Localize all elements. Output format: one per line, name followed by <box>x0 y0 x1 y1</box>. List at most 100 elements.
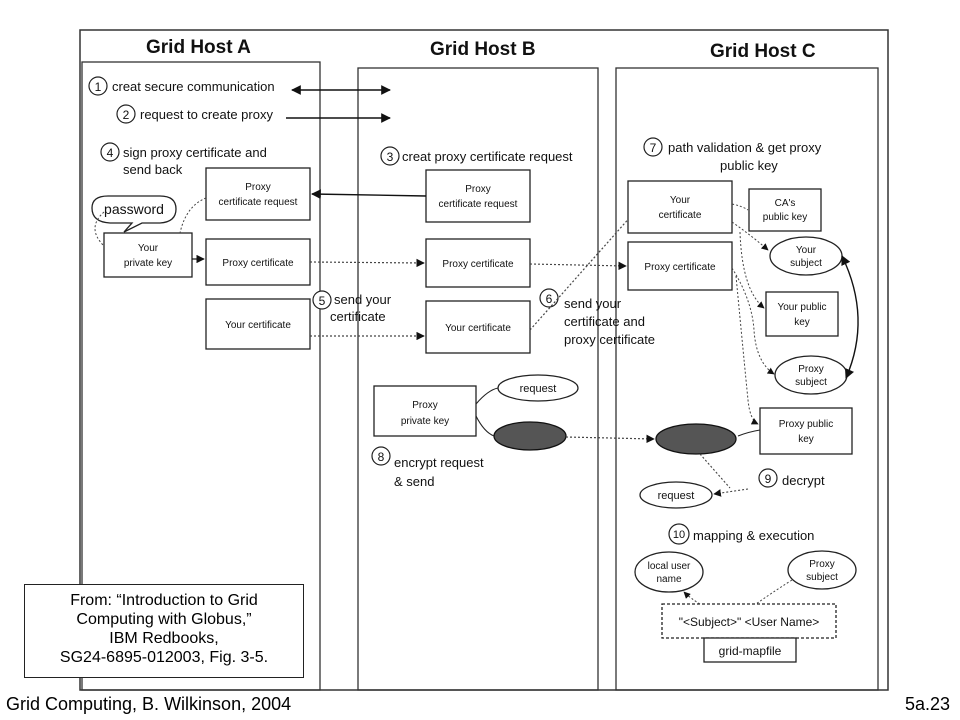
step-7-label-line1: path validation & get proxy <box>668 140 822 155</box>
key-to-encrypted-link <box>475 415 495 437</box>
host-b-proxy-certificate-box <box>425 238 531 288</box>
proxy-private-key-l1: Proxy <box>412 400 438 411</box>
host-c-your-certificate-l2: certificate <box>659 210 702 221</box>
request-plain-label-c: request <box>658 490 695 502</box>
host-a-proxy-cert-request-l1: Proxy <box>245 182 271 193</box>
proxy-subject-to-mapfile-link <box>755 579 793 605</box>
host-b-panel <box>357 67 599 691</box>
host-a-proxy-cert-request-l2: certificate request <box>219 197 298 208</box>
your-subject-l2: subject <box>790 258 822 269</box>
host-c-proxy-certificate-label: Proxy certificate <box>644 262 716 273</box>
request-to-private-key-link <box>179 197 207 234</box>
proxy-public-key-l1: Proxy public <box>779 419 833 430</box>
host-a-your-certificate-label: Your certificate <box>225 320 291 331</box>
step-7-number: 7 <box>650 141 657 155</box>
step-7-badge <box>643 137 663 157</box>
your-private-key-box <box>103 232 193 278</box>
cert-to-subject-link <box>731 221 769 251</box>
decrypt-arrow <box>699 453 731 489</box>
host-a-proxy-certificate-label: Proxy certificate <box>222 258 294 269</box>
cas-public-key-box <box>748 188 822 232</box>
your-subject-l1: Your <box>796 245 817 256</box>
step-1-number: 1 <box>95 80 102 94</box>
step-5-number: 5 <box>319 294 326 308</box>
step-7-label-line2: public key <box>720 158 778 173</box>
local-user-name-l1: local user <box>648 561 691 572</box>
host-c-your-certificate-box <box>627 180 733 234</box>
citation-line-1: From: “Introduction to Grid <box>70 592 258 609</box>
step-4-label-line2: send back <box>123 162 183 177</box>
host-b-proxy-cert-request-l1: Proxy <box>465 184 491 195</box>
cert-to-public-key-link <box>739 231 765 309</box>
proxy-cert-to-proxy-subject-link <box>731 267 775 375</box>
local-user-name-l2: name <box>656 574 681 585</box>
step-8-label-line1: encrypt request <box>394 455 484 470</box>
proxy-cert-to-proxy-public-key-link <box>735 275 759 425</box>
host-b-proxy-cert-request-l2: certificate request <box>439 199 518 210</box>
your-public-key-box <box>765 291 839 337</box>
step-5-label-line1: send your <box>334 292 392 307</box>
proxy-public-key-box <box>759 407 853 455</box>
proxy-cert-a-to-b-arrow <box>309 258 425 268</box>
cert-to-ca-key-link <box>731 203 749 211</box>
step-10-label: mapping & execution <box>693 528 814 543</box>
encrypted-request-ellipse-c <box>655 423 737 455</box>
proxy-cert-b-to-c-arrow <box>529 261 627 271</box>
step-10-number: 10 <box>673 529 685 541</box>
citation-line-4: SG24-6895-012003, Fig. 3-5. <box>59 649 269 666</box>
host-a-title: Grid Host A <box>146 37 251 58</box>
password-label: password <box>104 201 164 217</box>
step-8-label-line2: & send <box>394 474 434 489</box>
proxy-subject-l1: Proxy <box>798 364 824 375</box>
cas-public-key-l1: CA's <box>775 198 796 209</box>
your-private-key-l1: Your <box>138 243 159 254</box>
step-8-badge <box>371 446 391 466</box>
proxy-subject-mapping-l1: Proxy <box>809 559 835 570</box>
local-user-name-ellipse <box>634 551 704 593</box>
password-callout <box>91 195 177 233</box>
step-8-number: 8 <box>378 450 385 464</box>
host-a-your-certificate-box <box>205 298 311 350</box>
host-a-panel <box>81 61 321 691</box>
host-a-proxy-cert-request-box <box>205 167 311 221</box>
host-c-title: Grid Host C <box>710 41 816 62</box>
step-6-label-line2: certificate and <box>564 314 645 329</box>
proxy-request-b-to-a-arrow <box>311 189 427 200</box>
step-4-label-line1: sign proxy certificate and <box>123 145 267 160</box>
grid-mapfile-box <box>703 637 797 663</box>
proxy-subject-ellipse-mapping <box>787 550 857 590</box>
step-9-badge <box>758 468 778 488</box>
subject-match-arrow <box>841 255 859 379</box>
step-2-label: request to create proxy <box>140 107 273 122</box>
host-b-proxy-cert-request-box <box>425 169 531 223</box>
proxy-subject-ellipse <box>774 355 848 395</box>
citation-line-3: IBM Redbooks, <box>109 630 219 647</box>
citation-box: From: “Introduction to Grid Computing wi… <box>24 584 304 678</box>
proxy-private-key-l2: private key <box>401 416 449 427</box>
step-3-number: 3 <box>387 150 394 164</box>
proxy-public-key-l2: key <box>798 434 814 445</box>
encrypted-b-to-c-arrow <box>565 434 655 444</box>
encrypted-request-ellipse-b <box>493 421 567 451</box>
your-subject-ellipse <box>769 236 843 276</box>
step-9-number: 9 <box>765 472 772 486</box>
step-1-badge <box>88 76 108 96</box>
your-public-key-l2: key <box>794 317 810 328</box>
step-6-label-line3: proxy certificate <box>564 332 655 347</box>
proxy-private-key-box <box>373 385 477 437</box>
step-6-badge <box>539 288 559 308</box>
footer-credit: Grid Computing, B. Wilkinson, 2004 <box>6 694 292 714</box>
decrypt-to-request-arrow <box>713 488 749 497</box>
request-plain-label-b: request <box>520 383 557 395</box>
step-9-label: decrypt <box>782 473 825 488</box>
step-5-label-line2: certificate <box>330 309 386 324</box>
host-b-proxy-certificate-label: Proxy certificate <box>442 259 514 270</box>
your-cert-b-to-c-arrow <box>529 205 641 331</box>
mapfile-to-local-user-arrow <box>683 591 701 605</box>
step-2-number: 2 <box>123 108 130 122</box>
cas-public-key-l2: public key <box>763 212 807 223</box>
your-private-key-l2: private key <box>124 258 172 269</box>
step-4-number: 4 <box>107 146 114 160</box>
host-c-proxy-certificate-box <box>627 241 733 291</box>
